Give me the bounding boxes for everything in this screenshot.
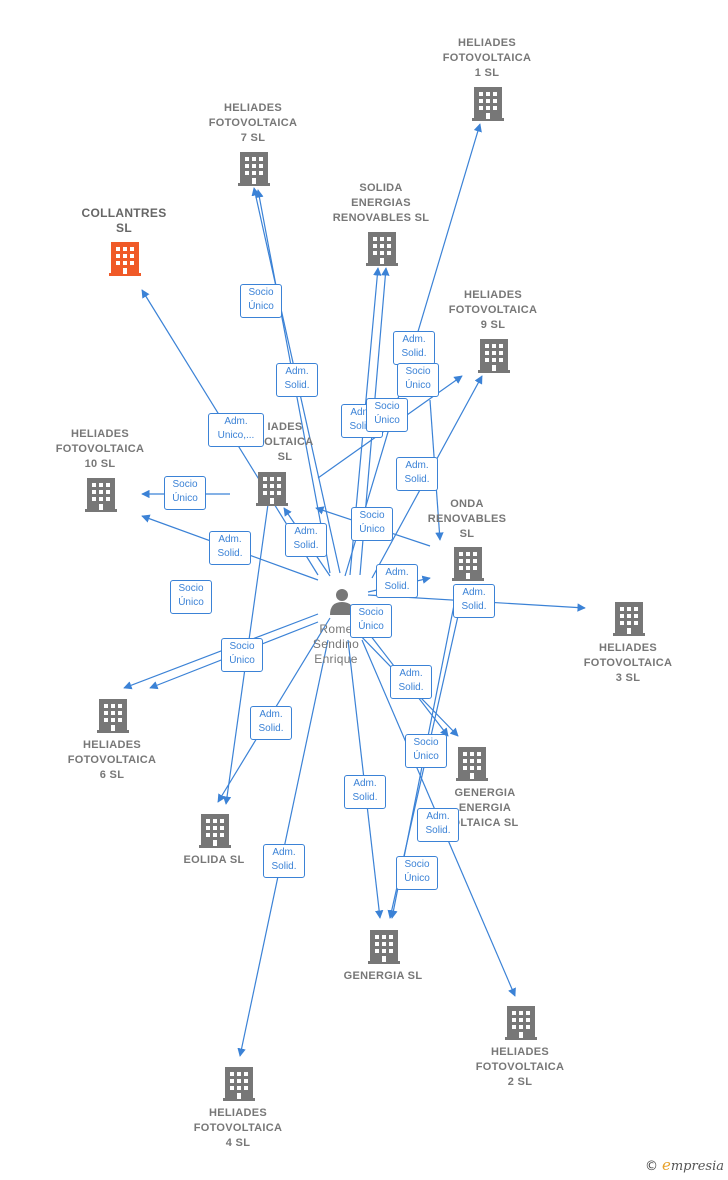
building-icon[interactable] (366, 232, 398, 266)
building-icon[interactable] (223, 1067, 255, 1101)
node-label-hel2[interactable]: HELIADES FOTOVOLTAICA 2 SL (475, 1046, 565, 1088)
node-label-hel9[interactable]: HELIADES FOTOVOLTAICA 9 SL (448, 289, 538, 331)
relation-label[interactable]: Adm. Solid. (390, 665, 432, 699)
empresia-logo[interactable]: ©empresia (645, 1156, 724, 1174)
relation-label[interactable]: Adm. Solid. (250, 706, 292, 740)
relation-label[interactable]: Socio Único (170, 580, 212, 614)
relation-label[interactable]: Adm. Solid. (263, 844, 305, 878)
node-label-genergia[interactable]: GENERGIA SL (343, 970, 423, 982)
relation-label[interactable]: Socio Único (405, 734, 447, 768)
building-icon[interactable] (238, 152, 270, 186)
brand-name: mpresia (670, 1159, 724, 1174)
node-label-hel4[interactable]: HELIADES FOTOVOLTAICA 4 SL (193, 1107, 283, 1149)
relation-label[interactable]: Adm. Solid. (393, 331, 435, 365)
node-label-eolida[interactable]: EOLIDA SL (183, 854, 245, 866)
node-label-hel10[interactable]: HELIADES FOTOVOLTAICA 10 SL (55, 428, 145, 470)
building-icon[interactable] (478, 339, 510, 373)
relation-label[interactable]: Adm. Solid. (376, 564, 418, 598)
node-label-helx[interactable]: IADES VOLTAICA SL (256, 421, 314, 463)
building-icon[interactable] (97, 699, 129, 733)
node-label-person[interactable]: Rome Sendino Enrique (312, 622, 360, 666)
node-label-onda[interactable]: ONDA RENOVABLES SL (427, 498, 507, 540)
node-label-collantres[interactable]: COLLANTRES SL (81, 206, 167, 235)
relation-label[interactable]: Adm. Solid. (453, 584, 495, 618)
copyright-symbol: © (644, 1159, 658, 1174)
relation-label[interactable]: Socio Único (366, 398, 408, 432)
building-icon[interactable] (368, 930, 400, 964)
relation-label[interactable]: Adm. Solid. (417, 808, 459, 842)
relation-label[interactable]: Adm. Solid. (209, 531, 251, 565)
building-icon[interactable] (472, 87, 504, 121)
relation-label[interactable]: Socio Único (221, 638, 263, 672)
building-icon[interactable] (613, 602, 645, 636)
relation-label[interactable]: Socio Único (240, 284, 282, 318)
relation-label[interactable]: Socio Único (396, 856, 438, 890)
relation-label[interactable]: Adm. Solid. (344, 775, 386, 809)
relation-label[interactable]: Adm. Solid. (285, 523, 327, 557)
building-icon[interactable] (109, 242, 141, 276)
node-label-hel7[interactable]: HELIADES FOTOVOLTAICA 7 SL (208, 102, 298, 144)
building-icon[interactable] (199, 814, 231, 848)
relation-label[interactable]: Socio Único (397, 363, 439, 397)
building-icon[interactable] (256, 472, 288, 506)
person-icon[interactable] (330, 589, 354, 615)
relation-label[interactable]: Socio Único (351, 507, 393, 541)
node-label-hel3[interactable]: HELIADES FOTOVOLTAICA 3 SL (583, 642, 673, 684)
relation-label[interactable]: Socio Único (164, 476, 206, 510)
node-label-genfot[interactable]: GENERGIA ENERGIA OLTAICA SL (451, 787, 519, 829)
relation-label[interactable]: Adm. Solid. (276, 363, 318, 397)
building-icon[interactable] (452, 547, 484, 581)
building-icon[interactable] (85, 478, 117, 512)
relation-label[interactable]: Adm. Solid. (396, 457, 438, 491)
icons-layer (85, 87, 645, 1101)
brand-initial: e (661, 1156, 671, 1174)
building-icon[interactable] (456, 747, 488, 781)
node-label-solida[interactable]: SOLIDA ENERGIAS RENOVABLES SL (332, 182, 430, 224)
node-label-hel6[interactable]: HELIADES FOTOVOLTAICA 6 SL (67, 739, 157, 781)
node-label-hel1[interactable]: HELIADES FOTOVOLTAICA 1 SL (442, 37, 532, 79)
relation-label[interactable]: Socio Único (350, 604, 392, 638)
building-icon[interactable] (505, 1006, 537, 1040)
relation-label[interactable]: Adm. Unico,... (208, 413, 264, 447)
